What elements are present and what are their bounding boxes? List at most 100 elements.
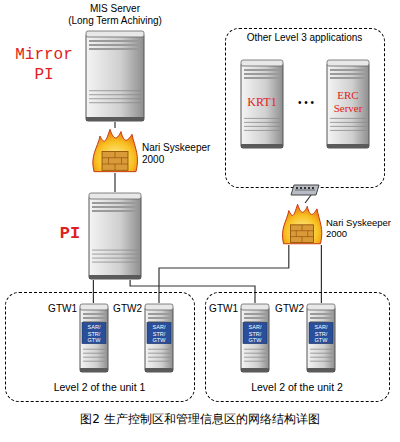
server-body <box>327 63 369 148</box>
server-function: SAR/ STR/ GTW <box>309 324 333 344</box>
server-vent <box>83 349 105 350</box>
server-vent <box>310 357 332 358</box>
server-base <box>241 144 283 148</box>
server-body <box>89 196 141 279</box>
server-panel <box>243 323 267 344</box>
drive-bay <box>244 69 280 71</box>
drive-bay <box>330 77 366 79</box>
drive-bay <box>148 317 170 319</box>
ellipsis-label: • • • <box>288 97 324 109</box>
server-panel <box>147 323 171 344</box>
server-vent <box>89 90 141 91</box>
server-panel <box>82 323 106 344</box>
server-body <box>80 307 108 372</box>
server-vent <box>244 353 266 354</box>
server-role: PI <box>56 224 84 244</box>
server-cap <box>307 304 335 310</box>
server-base <box>241 368 269 372</box>
drive-bay <box>83 313 105 315</box>
group-title: Level 2 of the unit 1 <box>6 381 193 394</box>
brick-joint <box>115 164 116 170</box>
server-label: GTW1 <box>206 303 238 315</box>
drive-bay <box>330 69 366 71</box>
server-vent <box>92 262 138 263</box>
server-vent <box>310 353 332 354</box>
drive-bay <box>89 48 141 50</box>
server-body <box>307 307 335 372</box>
firewall-node: Nari Syskeeper 2000 <box>90 128 140 173</box>
group-box: Level 2 of the unit 1GTW1SAR/ STR/ GTWGT… <box>5 292 195 402</box>
server-cap <box>145 304 173 310</box>
server-node: ERC Server <box>326 59 370 149</box>
server-node: GTW2SAR/ STR/ GTW <box>144 303 174 373</box>
server-base <box>327 144 369 148</box>
server-base <box>145 368 173 372</box>
server-vent <box>244 361 266 362</box>
server-body <box>241 307 269 372</box>
server-vent <box>83 353 105 354</box>
brick-joint <box>302 225 303 231</box>
server-node: KRT1 <box>240 59 284 149</box>
drive-bay <box>92 210 138 212</box>
server-cap <box>89 193 141 199</box>
server-label: GTW1 <box>45 303 77 315</box>
flame <box>283 204 322 243</box>
server-vent <box>330 126 366 127</box>
server-name: ERC Server <box>326 89 370 115</box>
server-base <box>86 117 144 121</box>
server-vent <box>92 254 138 255</box>
server-role: Mirror PI <box>13 45 75 85</box>
server-base <box>80 368 108 372</box>
network-link <box>114 122 115 128</box>
server-vent <box>89 102 141 103</box>
drive-bay <box>92 202 138 204</box>
drive-bay <box>244 317 266 319</box>
server-vent <box>89 98 141 99</box>
server-vent <box>330 122 366 123</box>
server-vent <box>89 94 141 95</box>
server-cap <box>241 60 283 66</box>
server-subtitle: (Long Term Achiving) <box>45 15 185 27</box>
server-vent <box>310 349 332 350</box>
drive-bay <box>83 317 105 319</box>
server-label: GTW2 <box>272 303 304 315</box>
firewall-node: Nari Syskeeper 2000 <box>280 203 324 245</box>
brick-joint <box>296 231 297 237</box>
server-node: GTW2SAR/ STR/ GTW <box>306 303 336 373</box>
brick-joint <box>115 151 116 157</box>
drive-bay <box>244 313 266 315</box>
drive-bay <box>148 313 170 315</box>
server-body <box>145 307 173 372</box>
group-box: Other Level 3 applicationsKRT1ERC Server… <box>225 28 385 188</box>
server-vent <box>92 258 138 259</box>
server-node: GTW1SAR/ STR/ GTW <box>240 303 270 373</box>
network-link <box>114 173 115 192</box>
server-node: PI <box>88 192 142 280</box>
server-vent <box>244 126 280 127</box>
server-function: SAR/ STR/ GTW <box>243 324 267 344</box>
server-vent <box>244 122 280 123</box>
server-vent <box>310 361 332 362</box>
brick-joint <box>302 237 303 243</box>
server-panel <box>309 323 333 344</box>
brick-wall <box>102 151 128 170</box>
brick-joint <box>307 231 308 237</box>
server-name: KRT1 <box>240 95 284 109</box>
group-title: Level 2 of the unit 2 <box>206 381 388 394</box>
drive-bay <box>244 77 280 79</box>
drive-bay <box>92 206 138 208</box>
server-node: MIS Server(Long Term Achiving)Mirror PI <box>85 30 145 122</box>
server-node: GTW1SAR/ STR/ GTW <box>79 303 109 373</box>
server-vent <box>148 361 170 362</box>
drive-bay <box>89 40 141 42</box>
firewall-icon <box>90 128 140 173</box>
server-body <box>241 63 283 148</box>
flame <box>93 129 138 171</box>
server-vent <box>83 357 105 358</box>
server-vent <box>148 357 170 358</box>
server-icon <box>88 192 142 280</box>
server-cap <box>80 304 108 310</box>
server-cap <box>86 31 144 37</box>
network-switch <box>290 183 320 197</box>
server-vent <box>244 349 266 350</box>
